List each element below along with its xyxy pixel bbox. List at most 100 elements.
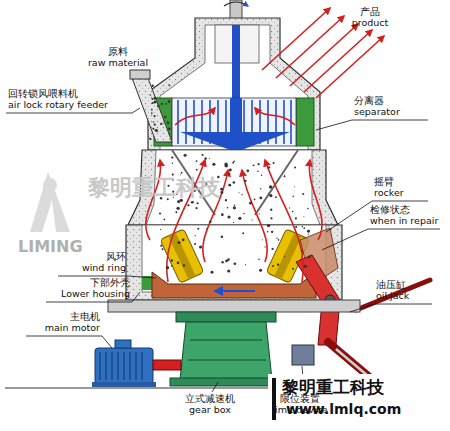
brand-background bbox=[268, 374, 450, 426]
particle bbox=[221, 213, 224, 216]
part-name-cn: 摇臂 bbox=[374, 176, 394, 187]
particle bbox=[246, 169, 249, 172]
particle bbox=[161, 103, 163, 105]
particle bbox=[199, 245, 202, 248]
rotary-feeder bbox=[130, 70, 150, 79]
particle bbox=[151, 84, 153, 86]
part-name-cn: 回转锁风喂料机 bbox=[8, 88, 78, 99]
particle bbox=[225, 260, 228, 263]
part-name-cn: 下部外壳 bbox=[90, 277, 130, 288]
particle bbox=[167, 122, 170, 125]
particle bbox=[157, 105, 160, 108]
particle bbox=[292, 211, 294, 213]
particle bbox=[195, 244, 196, 245]
particle bbox=[241, 194, 242, 195]
particle bbox=[308, 233, 309, 234]
particle bbox=[166, 266, 169, 269]
gear-box bbox=[180, 322, 272, 380]
particle bbox=[273, 162, 275, 164]
particle bbox=[212, 163, 215, 166]
particle bbox=[233, 206, 236, 209]
particle bbox=[177, 200, 180, 203]
particle bbox=[294, 167, 296, 169]
particle bbox=[191, 201, 194, 204]
particle bbox=[152, 128, 154, 130]
particle bbox=[269, 185, 272, 188]
particle bbox=[260, 188, 261, 189]
watermark: LIMING bbox=[18, 238, 83, 256]
particle bbox=[209, 158, 210, 159]
particle bbox=[164, 116, 167, 119]
particle bbox=[233, 181, 236, 184]
particle bbox=[168, 100, 171, 103]
part-name-en: wind ring bbox=[82, 263, 126, 273]
particle bbox=[228, 173, 230, 175]
particle bbox=[172, 162, 173, 163]
particle bbox=[167, 120, 168, 121]
particle bbox=[221, 261, 223, 263]
particle bbox=[171, 259, 173, 261]
particle bbox=[303, 227, 305, 229]
part-name-en: product bbox=[352, 18, 389, 28]
particle bbox=[284, 256, 285, 257]
leader-line bbox=[6, 108, 440, 392]
particle bbox=[160, 229, 161, 230]
part-name-cn: 风环 bbox=[106, 251, 126, 262]
particle bbox=[227, 215, 230, 218]
particle bbox=[183, 264, 185, 266]
particle bbox=[153, 121, 155, 123]
particle bbox=[197, 228, 199, 230]
particle bbox=[284, 175, 286, 177]
part-name-cn: 立式减速机 bbox=[185, 393, 235, 404]
particle bbox=[234, 262, 237, 265]
rotation-arrow bbox=[224, 2, 248, 6]
particle bbox=[171, 265, 173, 267]
particle bbox=[165, 103, 167, 105]
wind-ring bbox=[142, 276, 152, 290]
particle bbox=[292, 196, 294, 198]
particle bbox=[304, 265, 307, 268]
particle bbox=[232, 162, 234, 164]
particle bbox=[277, 264, 279, 266]
particle bbox=[243, 213, 244, 214]
particle bbox=[307, 230, 310, 233]
particle bbox=[153, 115, 155, 117]
particle bbox=[262, 239, 263, 240]
air-flow bbox=[146, 8, 384, 282]
particle bbox=[196, 202, 198, 204]
particle bbox=[270, 217, 272, 219]
separator-cage bbox=[154, 98, 314, 152]
particle bbox=[303, 216, 304, 217]
particle bbox=[202, 154, 204, 156]
part-name-en: oil jack bbox=[376, 291, 409, 301]
particle bbox=[295, 217, 297, 219]
particle bbox=[193, 201, 194, 202]
part-name-en: air lock rotary feeder bbox=[8, 100, 108, 110]
particle bbox=[161, 248, 163, 250]
watermark: 黎明重工科技 bbox=[88, 176, 220, 200]
particle bbox=[270, 209, 272, 211]
particle bbox=[269, 194, 272, 197]
main-motor bbox=[92, 340, 181, 387]
particle bbox=[168, 127, 171, 130]
particle bbox=[245, 264, 246, 265]
particle bbox=[154, 97, 157, 100]
particle bbox=[259, 269, 262, 272]
particle bbox=[152, 102, 154, 104]
particle bbox=[184, 154, 187, 157]
particle bbox=[302, 193, 304, 195]
particle bbox=[251, 201, 252, 202]
particle bbox=[233, 207, 235, 209]
oil-jack bbox=[356, 280, 430, 310]
particle bbox=[160, 123, 162, 125]
particle bbox=[160, 245, 162, 247]
particle bbox=[227, 207, 229, 209]
particle bbox=[259, 213, 260, 214]
particle bbox=[242, 232, 244, 234]
particle bbox=[289, 207, 290, 208]
particle bbox=[211, 271, 214, 274]
part-name-cn: 原料 bbox=[108, 46, 128, 57]
part-name-en: rocker bbox=[374, 188, 404, 198]
particle bbox=[228, 184, 231, 187]
